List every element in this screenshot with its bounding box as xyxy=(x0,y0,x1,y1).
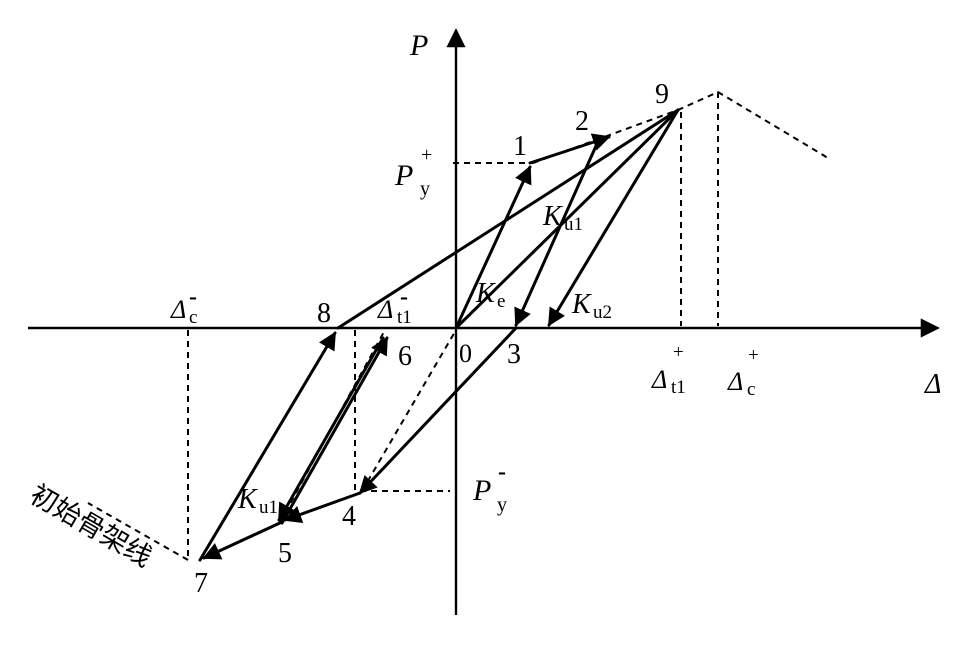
point-9-label: 9 xyxy=(655,79,669,110)
py-neg-label: P y - xyxy=(472,459,507,516)
svg-text:K: K xyxy=(542,201,563,232)
delta-c-neg-label: Δ c - xyxy=(170,284,197,328)
path-3-4 xyxy=(358,326,518,495)
svg-text:c: c xyxy=(747,379,755,400)
svg-text:P: P xyxy=(394,159,413,192)
point-2-label: 2 xyxy=(575,106,589,137)
path-7-8 xyxy=(198,331,337,562)
path-0-9 xyxy=(454,108,680,330)
path-6-5 xyxy=(277,336,385,522)
reload-dash-4-0 xyxy=(361,329,457,492)
svg-text:u1: u1 xyxy=(259,497,278,518)
path-5-6 xyxy=(280,336,389,525)
svg-text:Δ: Δ xyxy=(651,365,667,394)
x-axis-label: Δ xyxy=(924,369,941,400)
svg-text:c: c xyxy=(189,307,197,328)
point-7-label: 7 xyxy=(194,568,208,599)
svg-text:-: - xyxy=(400,284,408,310)
svg-text:+: + xyxy=(673,342,684,363)
point-3-label: 3 xyxy=(507,339,521,370)
path-4-5 xyxy=(283,491,362,523)
path-0-1 xyxy=(454,165,532,330)
svg-text:t1: t1 xyxy=(671,377,686,398)
svg-text:u1: u1 xyxy=(564,214,583,235)
skeleton-caption: 初始骨架线 xyxy=(25,479,157,573)
path-8-9 xyxy=(336,108,680,330)
delta-t1-neg-label: Δ t1 - xyxy=(377,284,412,328)
path-5-7 xyxy=(202,520,284,560)
svg-text:K: K xyxy=(475,278,496,309)
svg-text:u2: u2 xyxy=(593,302,612,323)
svg-text:Δ: Δ xyxy=(377,295,393,324)
ku1-upper-label: K u1 xyxy=(542,201,583,235)
svg-text:+: + xyxy=(748,345,759,366)
svg-text:y: y xyxy=(420,178,430,200)
svg-text:+: + xyxy=(421,144,432,166)
ke-label: K e xyxy=(475,278,505,312)
svg-text:t1: t1 xyxy=(397,307,412,328)
svg-text:e: e xyxy=(497,291,505,312)
svg-text:K: K xyxy=(571,289,592,320)
skeleton-negative xyxy=(87,502,189,561)
point-6-label: 6 xyxy=(398,341,412,372)
path-1-2 xyxy=(528,133,611,165)
svg-text:P: P xyxy=(472,474,491,507)
svg-text:K: K xyxy=(237,484,258,515)
svg-text:-: - xyxy=(189,284,197,310)
svg-text:y: y xyxy=(497,494,507,516)
delta-t1-pos-label: Δ t1 + xyxy=(651,342,686,398)
svg-text:Δ: Δ xyxy=(727,367,743,396)
py-pos-label: P y + xyxy=(394,144,432,200)
point-4-label: 4 xyxy=(342,501,356,532)
path-9-ku2 xyxy=(547,108,680,327)
point-1-label: 1 xyxy=(513,131,527,162)
ku2-label: K u2 xyxy=(571,289,612,323)
point-8-label: 8 xyxy=(317,298,331,329)
y-axis-label: P xyxy=(409,29,428,62)
point-5-label: 5 xyxy=(278,538,292,569)
origin-label: 0 xyxy=(459,339,472,368)
ku1-lower-label: K u1 xyxy=(237,484,278,518)
svg-text:Δ: Δ xyxy=(170,295,186,324)
svg-text:-: - xyxy=(498,459,506,485)
delta-c-pos-label: Δ c + xyxy=(727,345,759,400)
